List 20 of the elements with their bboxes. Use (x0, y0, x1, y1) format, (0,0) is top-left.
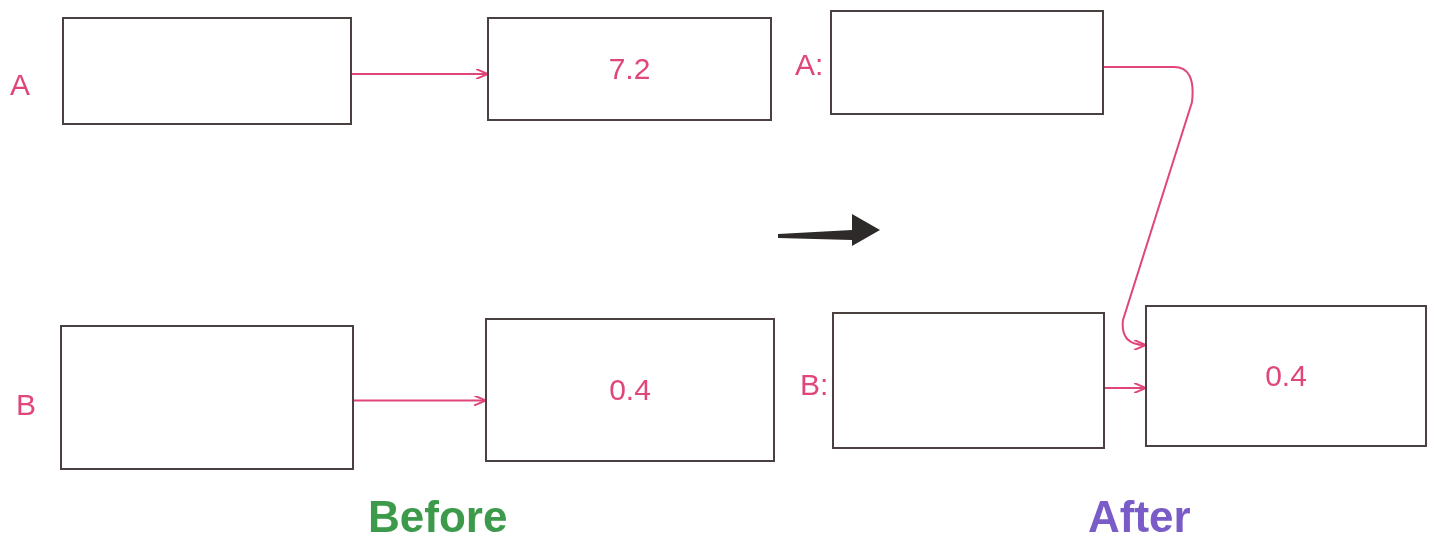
caption-text: Before (368, 492, 508, 542)
empty-box (832, 312, 1105, 449)
empty-box (62, 17, 352, 125)
arrow (353, 394, 487, 407)
value-text: 0.4 (1265, 359, 1307, 393)
variable-name: A (10, 68, 30, 102)
value-text: 0.4 (609, 373, 651, 407)
value-box (1145, 305, 1427, 447)
arrow (351, 68, 489, 80)
value-box (487, 17, 772, 121)
value-text: 7.2 (608, 52, 651, 86)
empty-box (830, 10, 1104, 115)
variable-name: B (16, 388, 36, 422)
variable-name: A: (795, 48, 824, 82)
empty-box (60, 325, 354, 470)
value-box (485, 318, 775, 462)
arrow (1103, 66, 1194, 351)
variable-name: B: (800, 368, 829, 402)
caption-text: After (1088, 492, 1191, 542)
arrow (1104, 382, 1147, 394)
